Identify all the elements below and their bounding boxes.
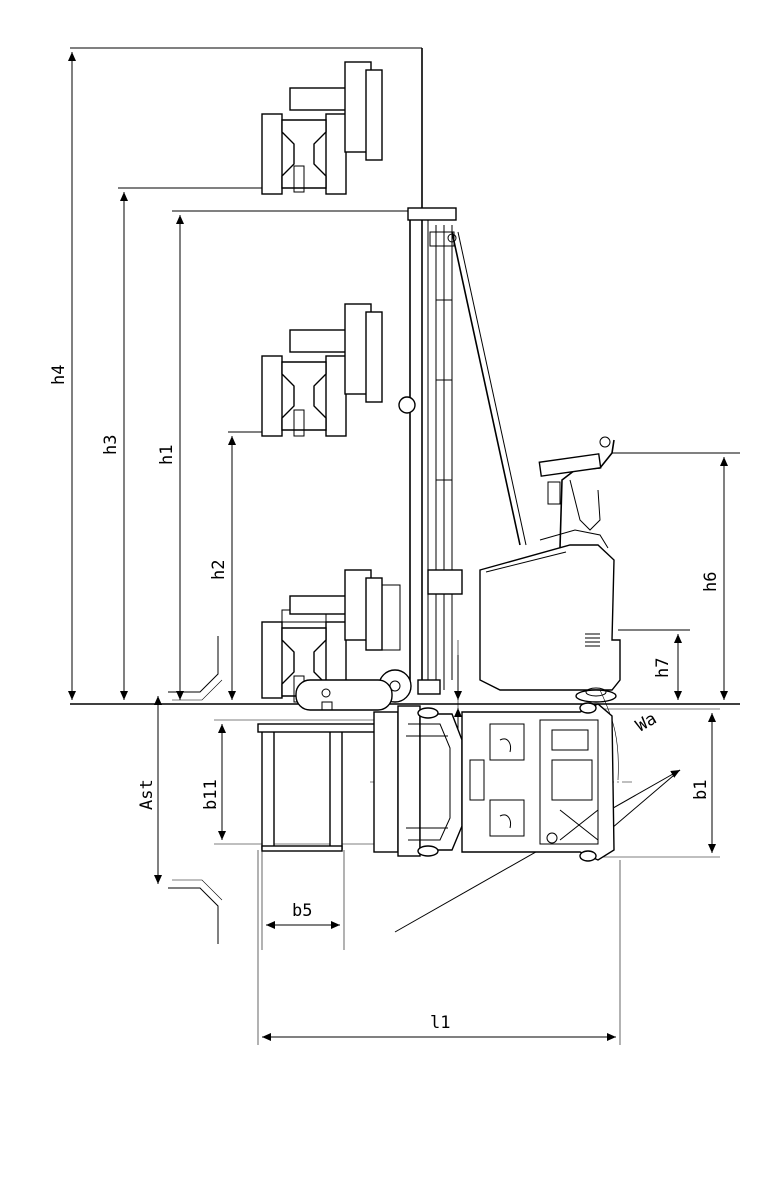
aisle-wall-top — [168, 636, 219, 693]
truck-body — [378, 436, 621, 703]
aisle-wall-bottom — [168, 887, 219, 944]
carriage-top-view — [373, 705, 463, 857]
h1-label: h1 — [157, 445, 177, 465]
chassis-top-view — [417, 702, 615, 862]
b5-label: b5 — [292, 901, 312, 921]
b1-label: b1 — [691, 780, 711, 800]
mast — [398, 48, 527, 690]
forks-top-view — [257, 679, 393, 852]
h4-label: h4 — [49, 365, 69, 385]
h6-label: h6 — [701, 572, 721, 592]
ast-label: Ast — [137, 779, 157, 810]
l1-label: l1 — [430, 1013, 450, 1033]
b11-label: b11 — [201, 779, 221, 810]
h2-label: h2 — [209, 560, 229, 580]
attachment-mid — [261, 303, 383, 437]
h3-label: h3 — [101, 435, 121, 455]
h7-label: h7 — [653, 658, 673, 678]
attachment-raised — [261, 61, 383, 195]
side-view: h4 h3 h1 h2 h6 h7 m1 — [49, 47, 740, 805]
top-view: Ast b11 b1 b5 l1 Wa — [137, 636, 720, 1045]
steering-wheel-icon — [546, 832, 558, 844]
wa-label: Wa — [633, 709, 661, 737]
